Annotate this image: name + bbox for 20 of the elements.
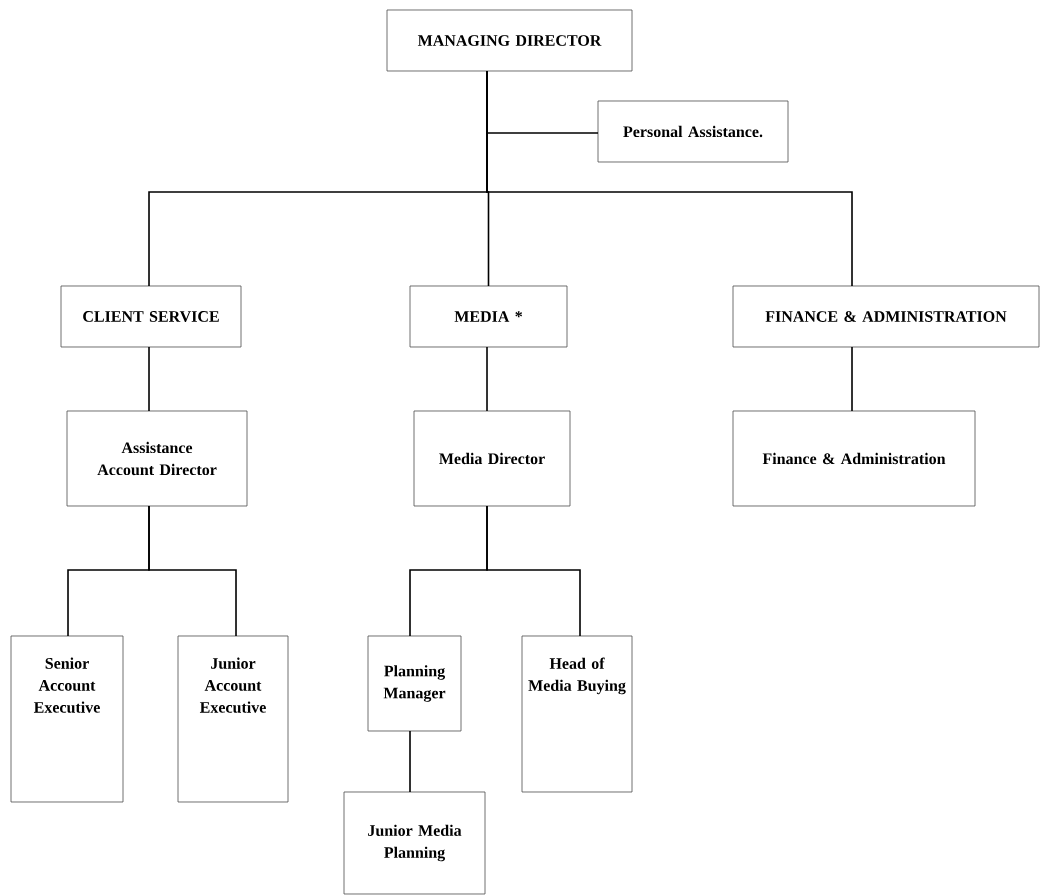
org-box: Finance & Administration: [732, 410, 976, 507]
connector-line: [148, 346, 150, 412]
connector-line: [486, 70, 853, 287]
org-box: Personal Assistance.: [597, 100, 789, 163]
org-box: Media Director: [413, 410, 571, 507]
org-box: MEDIA *: [409, 285, 568, 348]
org-box: CLIENT SERVICE: [60, 285, 242, 348]
org-box: Junior Media Planning: [343, 791, 486, 895]
org-box: Senior Account Executive: [10, 635, 124, 803]
connector-line: [148, 505, 237, 637]
connector-line: [409, 730, 411, 793]
connector-line: [486, 346, 488, 412]
org-box: Junior Account Executive: [177, 635, 289, 803]
connector-line: [486, 505, 581, 637]
org-box: MANAGING DIRECTOR: [386, 9, 633, 72]
org-box: Planning Manager: [367, 635, 462, 732]
connector-line: [851, 346, 853, 412]
org-box: Head of Media Buying: [521, 635, 633, 793]
org-box: Assistance Account Director: [66, 410, 248, 507]
org-box: FINANCE & ADMINISTRATION: [732, 285, 1040, 348]
